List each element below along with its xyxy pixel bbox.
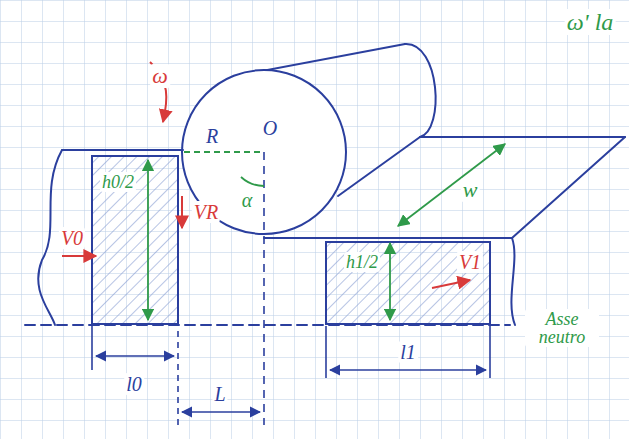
thickness-label: h1/2 — [344, 252, 380, 272]
radius-label: R — [204, 125, 220, 147]
velocity-arrows — [62, 62, 470, 288]
angle-label: α — [240, 189, 255, 211]
length-label: l1 — [398, 341, 418, 363]
velocity-label: VR — [192, 201, 220, 223]
center-label: O — [261, 117, 279, 139]
length-label: L — [212, 383, 227, 405]
note-text: ω' la — [565, 9, 616, 35]
roller — [182, 44, 436, 234]
axis-label: Asse neutro — [525, 309, 599, 347]
width-label: w — [461, 178, 480, 202]
thickness-label: h0/2 — [100, 172, 136, 192]
slabs — [25, 137, 625, 325]
angular-velocity: ω — [150, 64, 170, 88]
velocity-label: V1 — [457, 251, 483, 273]
construction-lines — [92, 152, 490, 425]
velocity-label: V0 — [59, 227, 85, 249]
green-dimensions — [148, 144, 505, 320]
length-label: l0 — [124, 373, 144, 395]
